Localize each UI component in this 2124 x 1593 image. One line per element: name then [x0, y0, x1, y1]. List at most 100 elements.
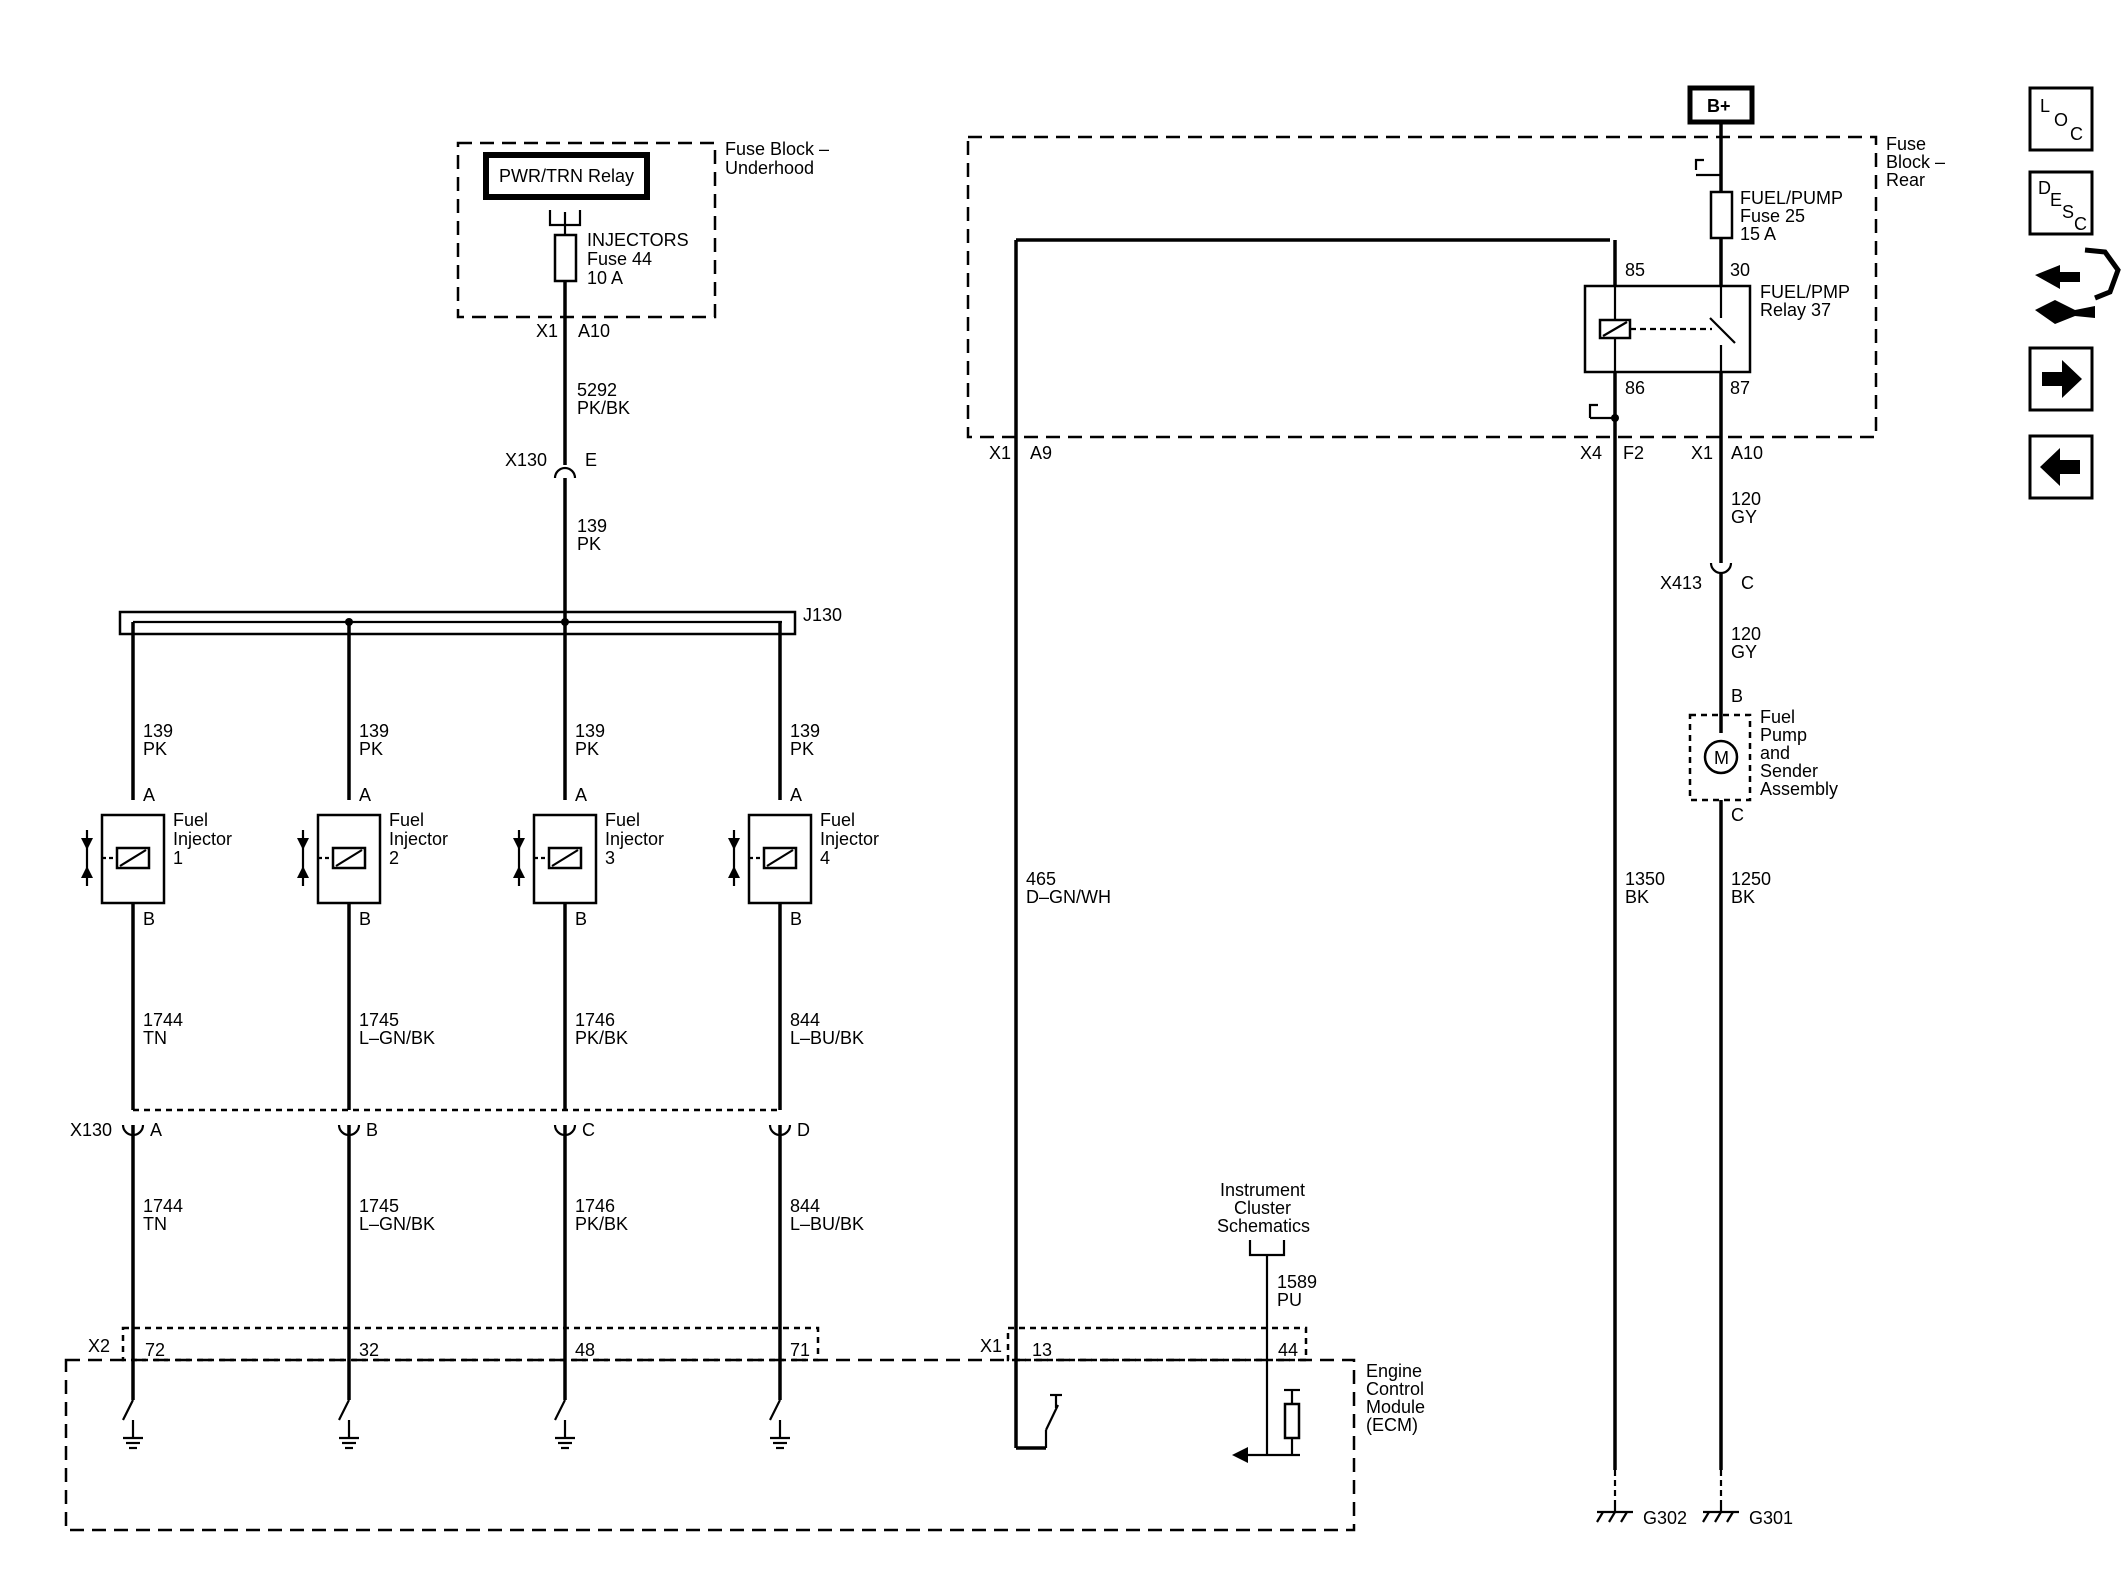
svg-text:PK: PK — [575, 739, 599, 759]
svg-text:Fuel: Fuel — [820, 810, 855, 830]
svg-text:X1: X1 — [980, 1336, 1002, 1356]
ground-g302: G302 — [1596, 1500, 1687, 1528]
fuse-block-underhood-label: Fuse Block – — [725, 139, 829, 159]
svg-text:Fuel: Fuel — [173, 810, 208, 830]
injector-4: 139 PK A Fuel Injector 4 B 844 L–BU/BK 8… — [728, 622, 879, 1450]
wire-465: 465 D–GN/WH — [1014, 238, 1610, 1450]
svg-text:44: 44 — [1278, 1340, 1298, 1360]
svg-text:PK/BK: PK/BK — [575, 1028, 628, 1048]
svg-text:D–GN/WH: D–GN/WH — [1026, 887, 1111, 907]
svg-text:A: A — [143, 785, 155, 805]
svg-text:X130: X130 — [70, 1120, 112, 1140]
svg-text:PK: PK — [359, 739, 383, 759]
svg-text:L–GN/BK: L–GN/BK — [359, 1028, 435, 1048]
svg-text:GY: GY — [1731, 507, 1757, 527]
pwr-trn-relay-box — [483, 152, 650, 200]
svg-text:10 A: 10 A — [587, 268, 623, 288]
svg-text:5292: 5292 — [577, 380, 617, 400]
svg-text:X130: X130 — [505, 450, 547, 470]
svg-text:A10: A10 — [1731, 443, 1763, 463]
svg-text:87: 87 — [1730, 378, 1750, 398]
svg-text:B: B — [143, 909, 155, 929]
svg-text:D: D — [797, 1120, 810, 1140]
svg-text:139: 139 — [143, 721, 173, 741]
svg-text:15 A: 15 A — [1740, 224, 1776, 244]
svg-text:S: S — [2062, 202, 2074, 222]
svg-text:30: 30 — [1730, 260, 1750, 280]
svg-text:32: 32 — [359, 1340, 379, 1360]
svg-text:71: 71 — [790, 1340, 810, 1360]
svg-text:Rear: Rear — [1886, 170, 1925, 190]
svg-text:465: 465 — [1026, 869, 1056, 889]
connector-x413 — [1709, 562, 1733, 575]
svg-text:X1: X1 — [1691, 443, 1713, 463]
svg-text:1350: 1350 — [1625, 869, 1665, 889]
svg-text:1745: 1745 — [359, 1196, 399, 1216]
svg-text:Block –: Block – — [1886, 152, 1945, 172]
svg-text:Fuse 44: Fuse 44 — [587, 249, 652, 269]
injectors-fuse — [553, 233, 578, 283]
svg-text:72: 72 — [145, 1340, 165, 1360]
nav-loc-button[interactable]: L O C — [2028, 86, 2094, 152]
svg-text:L–GN/BK: L–GN/BK — [359, 1214, 435, 1234]
svg-text:FUEL/PMP: FUEL/PMP — [1760, 282, 1850, 302]
svg-text:A: A — [150, 1120, 162, 1140]
ground-g301: G301 — [1702, 1500, 1793, 1528]
svg-text:A: A — [790, 785, 802, 805]
svg-text:C: C — [2070, 124, 2083, 144]
svg-text:L–BU/BK: L–BU/BK — [790, 1028, 864, 1048]
svg-text:BK: BK — [1625, 887, 1649, 907]
svg-text:1746: 1746 — [575, 1196, 615, 1216]
svg-text:Sender: Sender — [1760, 761, 1818, 781]
svg-text:Injector: Injector — [605, 829, 664, 849]
svg-text:139: 139 — [577, 516, 607, 536]
injector-2: 139 PK A Fuel Injector 2 B 1745 L–GN/BK … — [297, 618, 448, 1450]
svg-text:X1: X1 — [989, 443, 1011, 463]
svg-text:and: and — [1760, 743, 1790, 763]
svg-text:C: C — [1731, 805, 1744, 825]
fuel-pump-relay — [1583, 284, 1752, 374]
svg-text:48: 48 — [575, 1340, 595, 1360]
svg-text:X2: X2 — [88, 1336, 110, 1356]
svg-text:2: 2 — [389, 848, 399, 868]
injector-1: 139 PK A Fuel Injector 1 B 1744 TN 1744 … — [81, 622, 232, 1450]
svg-text:139: 139 — [575, 721, 605, 741]
instrument-cluster-link: Instrument Cluster Schematics 1589 PU — [1217, 1180, 1317, 1463]
svg-text:D: D — [2038, 178, 2051, 198]
svg-text:PU: PU — [1277, 1290, 1302, 1310]
svg-text:844: 844 — [790, 1010, 820, 1030]
svg-text:Module: Module — [1366, 1397, 1425, 1417]
svg-text:PK/BK: PK/BK — [577, 398, 630, 418]
svg-text:C: C — [2074, 214, 2087, 234]
nav-back-button[interactable] — [2028, 434, 2094, 500]
svg-text:Instrument: Instrument — [1220, 1180, 1305, 1200]
svg-text:A: A — [359, 785, 371, 805]
splice-j130 — [118, 610, 797, 636]
svg-text:1589: 1589 — [1277, 1272, 1317, 1292]
svg-text:13: 13 — [1032, 1340, 1052, 1360]
svg-text:PK: PK — [790, 739, 814, 759]
svg-text:B: B — [359, 909, 371, 929]
motor-icon — [1703, 739, 1739, 775]
svg-text:F2: F2 — [1623, 443, 1644, 463]
svg-text:TN: TN — [143, 1214, 167, 1234]
svg-text:Engine: Engine — [1366, 1361, 1422, 1381]
svg-text:B: B — [575, 909, 587, 929]
svg-text:Cluster: Cluster — [1234, 1198, 1291, 1218]
svg-text:1745: 1745 — [359, 1010, 399, 1030]
fuel-pump-sender-assembly: M Fuel Pump and Sender Assembly — [1688, 707, 1838, 802]
svg-text:B+: B+ — [1707, 96, 1731, 116]
svg-text:1: 1 — [173, 848, 183, 868]
nav-repair-icon[interactable] — [2035, 247, 2121, 324]
svg-text:E: E — [2050, 190, 2062, 210]
svg-text:PK: PK — [577, 534, 601, 554]
svg-text:X413: X413 — [1660, 573, 1702, 593]
svg-text:A: A — [575, 785, 587, 805]
svg-text:139: 139 — [790, 721, 820, 741]
nav-desc-button[interactable]: D E S C — [2028, 170, 2094, 236]
svg-text:844: 844 — [790, 1196, 820, 1216]
svg-text:J130: J130 — [803, 605, 842, 625]
nav-forward-button[interactable] — [2028, 346, 2094, 412]
svg-text:Relay 37: Relay 37 — [1760, 300, 1831, 320]
